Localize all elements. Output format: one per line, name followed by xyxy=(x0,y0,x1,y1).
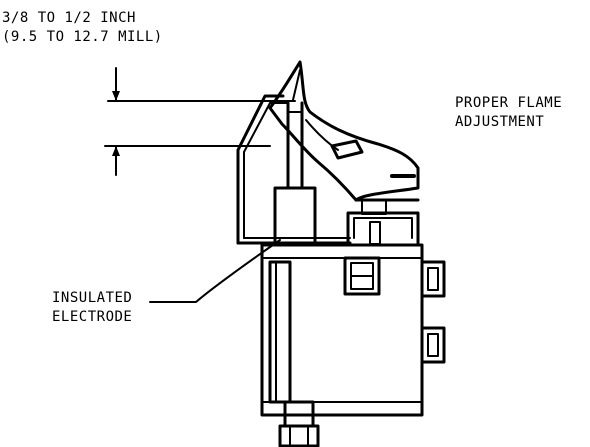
pilot-hood xyxy=(236,94,352,245)
gap-dimension-label-line1: 3/8 TO 1/2 INCH xyxy=(2,10,136,26)
electrode-label-line1: INSULATED xyxy=(52,290,133,306)
pilot-body xyxy=(260,243,424,417)
mounting-bracket xyxy=(346,199,420,245)
flame-label-line2: ADJUSTMENT xyxy=(455,114,545,130)
side-fittings xyxy=(420,260,446,364)
electrode-label-line2: ELECTRODE xyxy=(52,309,133,325)
electrode-leader-line xyxy=(149,239,281,303)
gap-dimension-lines xyxy=(104,67,296,176)
bottom-connector xyxy=(278,400,320,447)
gap-dimension-label-line2: (9.5 TO 12.7 MILL) xyxy=(2,29,163,45)
flame-label-line1: PROPER FLAME xyxy=(455,95,563,111)
pilot-flame-icon xyxy=(268,60,420,202)
